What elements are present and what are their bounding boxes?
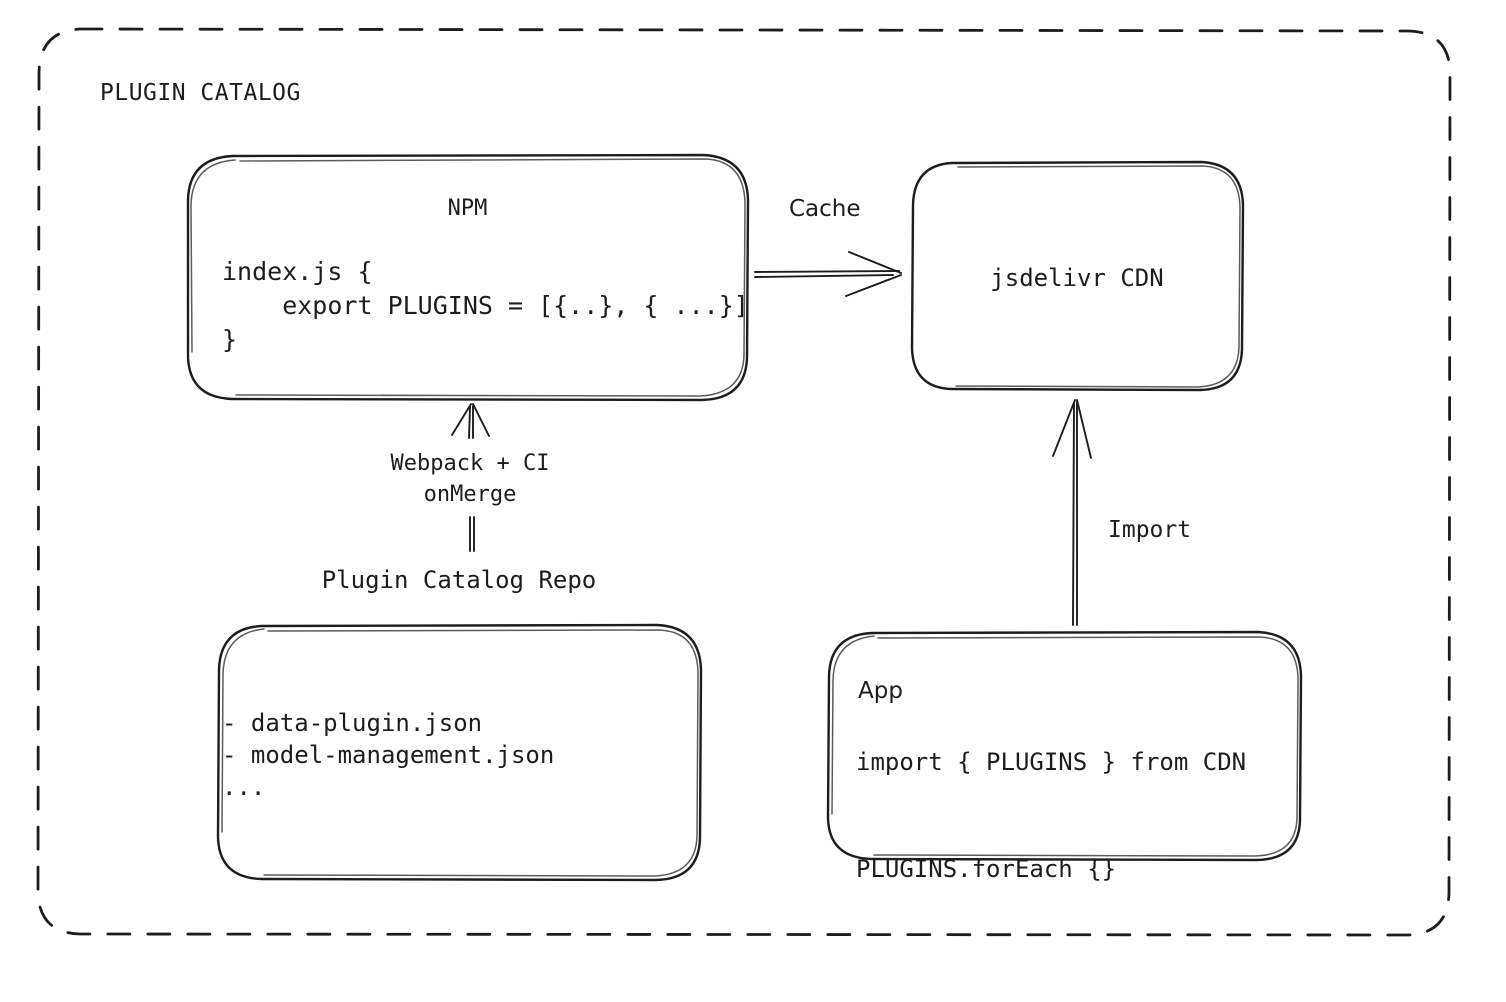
plugin-catalog-frame	[36, 27, 1452, 937]
frame-title: PLUGIN CATALOG	[100, 80, 301, 106]
app-box-outline	[826, 630, 1303, 862]
repo-node-file-list: - data-plugin.json - model-management.js…	[222, 709, 555, 801]
build-arrow	[451, 403, 490, 552]
app-node-code: import { PLUGINS } from CDN PLUGINS.forE…	[856, 748, 1247, 883]
cdn-box-outline	[910, 160, 1245, 392]
npm-box-sketch-overstroke	[235, 158, 746, 397]
app-node-title: App	[858, 678, 903, 704]
app-box-sketch-overstroke	[873, 636, 1299, 857]
npm-node-code: index.js { export PLUGINS = [{..}, { ...…	[222, 257, 749, 354]
app-box-sketch-overstroke-2	[831, 635, 875, 815]
repo-node-caption: Plugin Catalog Repo	[321, 566, 597, 594]
npm-box-sketch-overstroke-2	[190, 159, 236, 353]
cdn-node-title: jsdelivr CDN	[990, 264, 1164, 292]
cache-arrow	[754, 251, 902, 297]
repo-box-sketch-overstroke-2	[221, 628, 265, 833]
cache-edge-label: Cache	[789, 196, 861, 222]
repo-box-outline	[216, 623, 703, 882]
import-arrow	[1052, 399, 1092, 626]
cdn-box-sketch-overstroke	[955, 165, 1241, 388]
build-edge-label: Webpack + CI onMerge	[390, 451, 550, 508]
repo-box-sketch-overstroke	[263, 629, 699, 877]
npm-node-title: NPM	[447, 196, 488, 221]
npm-box-outline	[186, 153, 750, 402]
import-edge-label: Import	[1108, 517, 1192, 543]
